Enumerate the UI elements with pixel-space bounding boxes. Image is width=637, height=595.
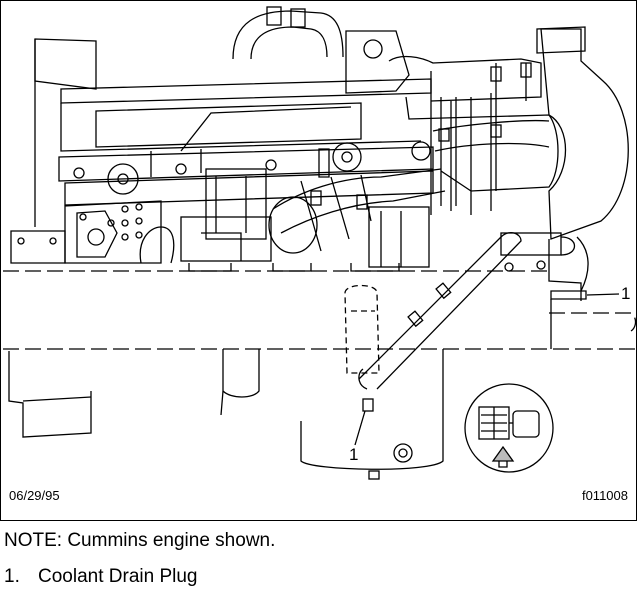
coolant-drain-plug-symbol-icon — [464, 383, 554, 473]
callout-number-bottom: 1 — [349, 445, 359, 464]
figure-note: NOTE: Cummins engine shown. — [4, 530, 276, 551]
callout-number-right: 1 — [621, 284, 631, 303]
legend-item-label: Coolant Drain Plug — [38, 566, 198, 587]
figure-date: 06/29/95 — [9, 488, 60, 503]
legend-item-number: 1. — [4, 566, 20, 587]
figure-frame: 1 1 06/29/95 f011008 — [0, 0, 637, 521]
engine-line-drawing — [3, 6, 636, 480]
legend-item: 1. Coolant Drain Plug — [4, 566, 197, 588]
figure-id: f011008 — [581, 488, 628, 503]
